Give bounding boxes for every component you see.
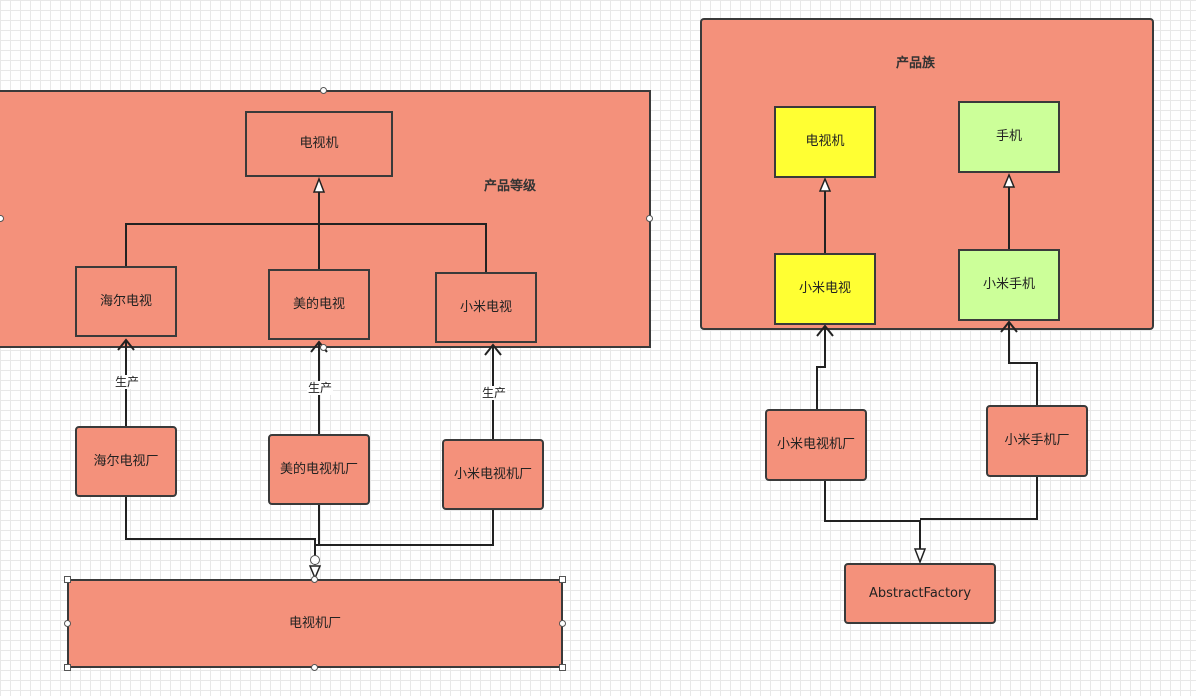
node-tv-factory[interactable]: 电视机厂 — [67, 579, 563, 668]
node-family-xiaomi-tv[interactable]: 小米电视 — [774, 253, 876, 325]
edge-label-produce-xiaomi: 生产 — [481, 386, 508, 400]
node-abstract-factory[interactable]: AbstractFactory — [844, 563, 996, 624]
node-family-tv[interactable]: 电视机 — [774, 106, 876, 178]
edge-label-produce-midea: 生产 — [307, 381, 334, 395]
arrowhead-to-family-phone — [1002, 173, 1016, 188]
resize-handle-tl[interactable] — [64, 576, 71, 583]
resize-handle-top[interactable] — [311, 576, 318, 583]
edge-waypoint-handle[interactable] — [310, 555, 320, 565]
container-handle-left[interactable] — [0, 215, 4, 222]
edge-haier-factory-to-tv-factory — [125, 497, 316, 565]
container-handle-top[interactable] — [320, 87, 327, 94]
node-haier-factory[interactable]: 海尔电视厂 — [75, 426, 177, 497]
container-handle-right[interactable] — [646, 215, 653, 222]
resize-handle-right[interactable] — [559, 620, 566, 627]
node-family-xiaomi-tv-factory[interactable]: 小米电视机厂 — [765, 409, 867, 481]
node-haier-tv[interactable]: 海尔电视 — [75, 266, 177, 337]
product-level-title: 产品等级 — [484, 179, 537, 194]
node-tv[interactable]: 电视机 — [245, 111, 393, 177]
arrow-open-right-tv — [816, 324, 834, 337]
edge-xiaomi-phone-factory-to-abstract — [920, 476, 1038, 520]
edge-xiaomi-tv-factory-produces — [816, 326, 826, 410]
arrow-open-xiaomi — [484, 343, 502, 356]
arrowhead-to-abstract-factory — [913, 548, 927, 565]
container-handle-bottom[interactable] — [320, 344, 327, 351]
node-midea-tv[interactable]: 美的电视 — [268, 269, 370, 340]
node-xiaomi-factory[interactable]: 小米电视机厂 — [442, 439, 544, 510]
resize-handle-left[interactable] — [64, 620, 71, 627]
edge-xiaomi-phone-factory-produces — [1008, 322, 1038, 406]
arrow-open-haier — [117, 338, 135, 351]
resize-handle-bottom[interactable] — [311, 664, 318, 671]
node-midea-factory[interactable]: 美的电视机厂 — [268, 434, 370, 505]
product-family-title: 产品族 — [896, 56, 936, 71]
arrowhead-to-tv — [312, 176, 326, 193]
resize-handle-tr[interactable] — [559, 576, 566, 583]
arrowhead-to-tv-factory — [308, 565, 322, 580]
edge-xiaomi-tv-factory-to-abstract — [824, 480, 921, 550]
edge-haier-tv-to-tv — [125, 223, 487, 273]
edge-xiaomi-factory-to-tv-factory — [315, 510, 494, 546]
edge-label-produce-haier: 生产 — [114, 375, 141, 389]
node-family-xiaomi-phone-factory[interactable]: 小米手机厂 — [986, 405, 1088, 477]
arrowhead-to-family-tv — [818, 177, 832, 192]
resize-handle-br[interactable] — [559, 664, 566, 671]
node-family-phone[interactable]: 手机 — [958, 101, 1060, 173]
node-family-xiaomi-phone[interactable]: 小米手机 — [958, 249, 1060, 321]
resize-handle-bl[interactable] — [64, 664, 71, 671]
node-xiaomi-tv[interactable]: 小米电视 — [435, 272, 537, 343]
arrow-open-right-phone — [1000, 320, 1018, 333]
